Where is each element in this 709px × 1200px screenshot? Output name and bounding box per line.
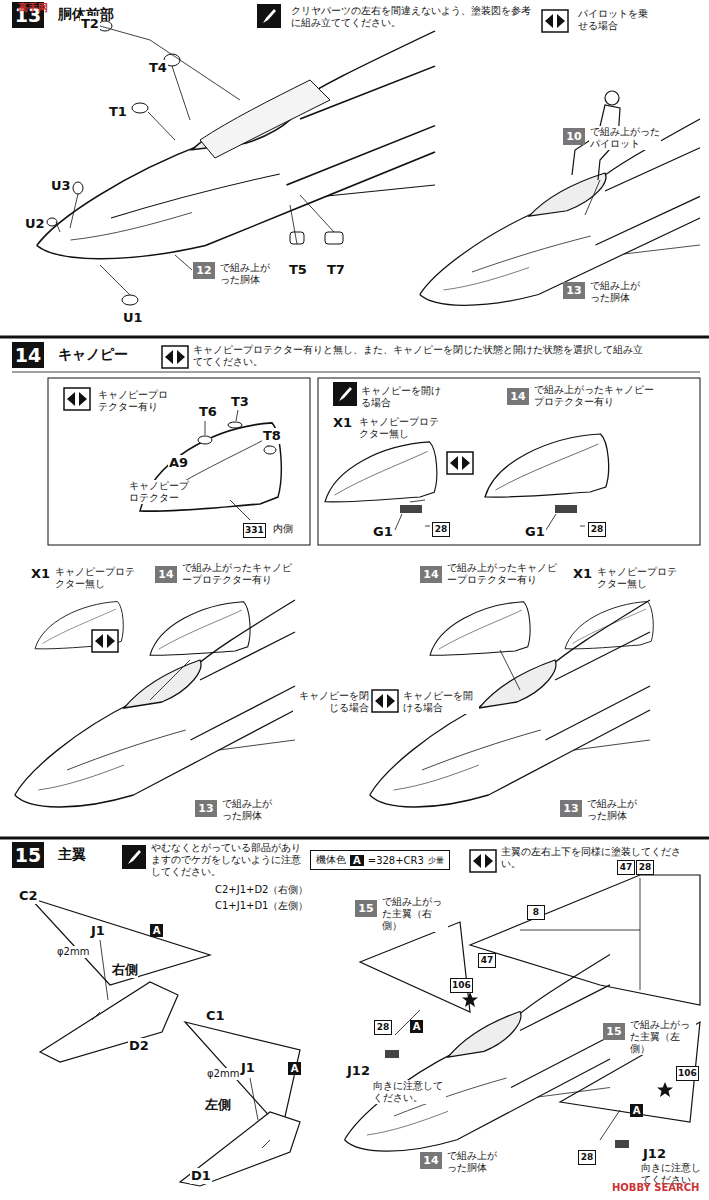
- step-number: 14: [12, 342, 44, 368]
- note-text: C2+J1+D2（右側）: [214, 884, 309, 896]
- side-label: 右側: [112, 962, 138, 978]
- part-number: U1: [122, 310, 144, 326]
- watermark: HOBBY SEARCH: [612, 1182, 699, 1194]
- part-number: C1: [205, 1008, 226, 1024]
- part-number: U3: [50, 178, 72, 194]
- part-number: C2: [18, 888, 39, 904]
- note-text: で組み上がったキャノピープロテクター有り: [533, 384, 655, 408]
- part-number: X1: [572, 566, 593, 582]
- color-spec-text: 少量: [428, 855, 444, 866]
- callout-number: 14: [155, 566, 177, 583]
- callout-number: 14: [507, 388, 529, 405]
- color-key: A: [150, 924, 163, 937]
- paint-code: 47: [478, 953, 496, 968]
- note-text: キャノピープロテクター有りと無し、また、キャノピーを閉じた状態と開けた状態を選択…: [192, 344, 644, 368]
- note-text: 内側: [272, 523, 294, 535]
- note-text: 向きに注意してください。: [372, 1080, 446, 1104]
- part-number: T8: [262, 428, 282, 444]
- part-number: J12: [346, 1063, 371, 1079]
- note-text: キャノピープロテクター無し: [358, 416, 445, 440]
- note-text: 主翼の左右上下を同様に塗装してください。: [500, 846, 692, 870]
- color-spec-text: 機体色: [316, 853, 346, 867]
- note-text: クリヤパーツの左右を間違えないよう、塗装図を参考に組み立ててください。: [290, 5, 532, 29]
- callout-number: 13: [195, 800, 217, 817]
- paint-code: 28: [374, 1020, 392, 1035]
- paint-code: 28: [578, 1150, 596, 1165]
- paint-code: 331: [243, 523, 266, 538]
- part-number: J1: [240, 1060, 256, 1076]
- color-spec-text: =328+CR3: [368, 855, 424, 866]
- note-text: φ2mm: [56, 946, 90, 958]
- step-number: 15: [12, 842, 44, 868]
- paint-code: 28: [432, 522, 450, 537]
- note-text: やむなくとがっている部品がありますのでケガをしないように注意してください。: [150, 842, 302, 878]
- step-title: キャノピー: [58, 346, 128, 364]
- step-header: 14 キャノピー: [12, 342, 128, 368]
- part-number: T1: [108, 104, 128, 120]
- note-text: キャノピープロテクター無し: [54, 566, 141, 590]
- step-header: 15 主翼: [12, 842, 86, 868]
- part-number: T6: [198, 404, 218, 420]
- paint-code: 28: [636, 860, 654, 875]
- part-number: G1: [524, 524, 546, 540]
- note-text: で組み上がったパイロット: [589, 126, 661, 150]
- note-text: で組み上がった胴体: [446, 1150, 506, 1174]
- paint-code: 106: [450, 978, 473, 993]
- note-text: で組み上がった胴体: [586, 798, 646, 822]
- part-number: T4: [148, 60, 168, 76]
- step-title: 主翼: [58, 846, 86, 864]
- part-number: T5: [288, 262, 308, 278]
- note-text: キャノピープロテクター無し: [596, 566, 683, 590]
- note-text: キャノピープロテクター: [128, 480, 196, 504]
- callout-number: 12: [193, 262, 215, 279]
- callout-number: 14: [420, 566, 442, 583]
- callout-number: 13: [563, 282, 585, 299]
- note-text: C1+J1+D1（左側）: [214, 900, 309, 912]
- color-spec-box: 機体色 A =328+CR3 少量: [310, 850, 450, 870]
- paint-code: 106: [676, 1066, 699, 1081]
- watermark: 高手网: [18, 2, 48, 14]
- note-text: で組み上がった胴体: [589, 280, 649, 304]
- part-number: J1: [90, 923, 106, 939]
- part-number: X1: [332, 415, 353, 431]
- note-text: で組み上がった胴体: [219, 262, 279, 286]
- color-key: A: [630, 1104, 643, 1117]
- part-number: A9: [168, 455, 189, 471]
- side-label: 左側: [205, 1097, 231, 1113]
- paint-code: 28: [588, 522, 606, 537]
- color-spec-text: A: [350, 855, 364, 866]
- part-number: X1: [30, 566, 51, 582]
- note-text: キャノピープロテクター有り: [97, 389, 177, 413]
- color-key: A: [288, 1062, 301, 1075]
- callout-number: 15: [603, 1023, 625, 1040]
- callout-number: 15: [355, 900, 377, 917]
- part-number: G1: [372, 524, 394, 540]
- note-text: で組み上がった主翼（左側）: [629, 1019, 696, 1055]
- callout-number: 10: [563, 128, 585, 145]
- note-text: で組み上がったキャノピープロテクター有り: [181, 562, 293, 586]
- part-number: T3: [230, 394, 250, 410]
- part-number: J12: [642, 1146, 667, 1162]
- part-number: T2: [80, 16, 100, 32]
- note-text: で組み上がった胴体: [221, 798, 281, 822]
- callout-number: 13: [560, 800, 582, 817]
- part-number: T7: [326, 262, 346, 278]
- note-text: キャノピーを開ける場合: [402, 690, 479, 714]
- callout-number: 14: [420, 1152, 442, 1169]
- note-text: キャノピーを開ける場合: [360, 385, 447, 409]
- note-text: で組み上がったキャノピープロテクター有り: [446, 562, 558, 586]
- note-text: キャノピーを閉じる場合: [293, 690, 370, 714]
- paint-code: 8: [527, 905, 545, 920]
- note-text: で組み上がった主翼（右側）: [381, 896, 448, 932]
- note-text: パイロットを乗せる場合: [577, 8, 657, 32]
- part-number: D2: [128, 1038, 150, 1054]
- part-number: U2: [24, 216, 46, 232]
- paint-code: 47: [617, 860, 635, 875]
- color-key: A: [410, 1020, 423, 1033]
- note-text: φ2mm: [206, 1068, 240, 1080]
- part-number: D1: [190, 1168, 212, 1184]
